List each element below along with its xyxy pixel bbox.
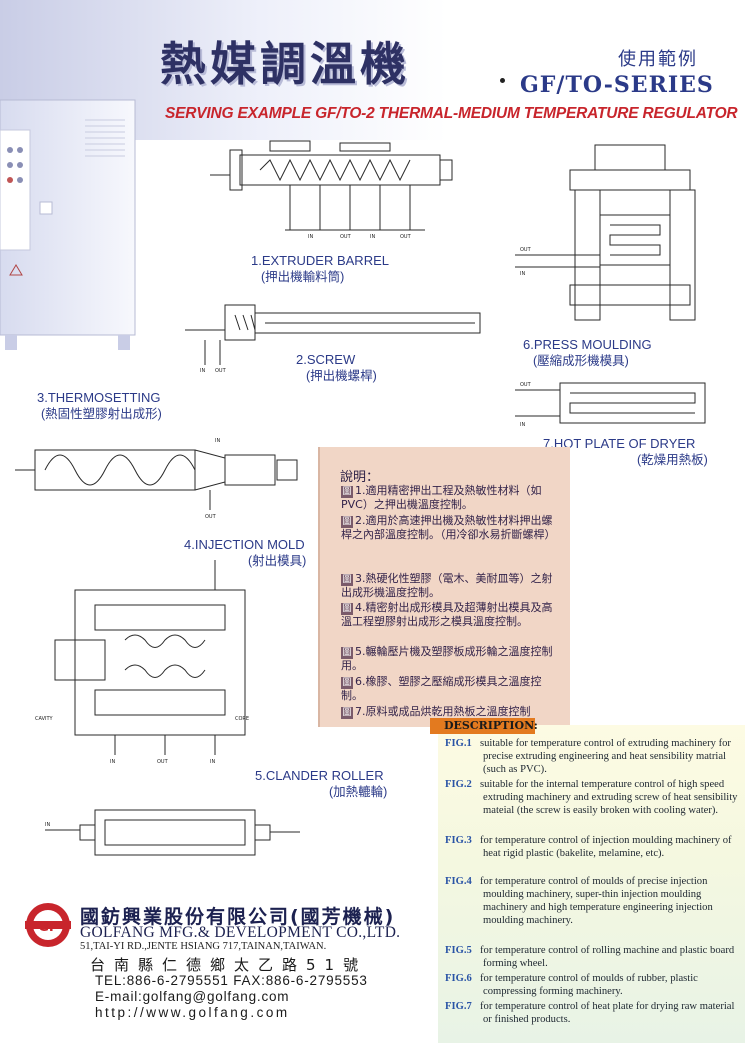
fig5-label: 5.CLANDER ROLLER (加熱轆輪)	[255, 768, 388, 799]
svg-text:CORE: CORE	[235, 716, 249, 722]
svg-text:IN: IN	[520, 422, 525, 428]
page-subtitle: SERVING EXAMPLE GF/TO-2 THERMAL-MEDIUM T…	[165, 105, 738, 122]
screw-diagram: IN OUT	[185, 304, 481, 374]
website-link[interactable]: http://www.golfang.com	[95, 1005, 290, 1020]
svg-text:IN: IN	[520, 271, 525, 277]
fig7-label: 7.HOT PLATE OF DRYER (乾燥用熱板)	[543, 436, 708, 467]
page-title: 熱媒調溫機	[160, 37, 410, 91]
address-en: 51,TAI-YI RD.,JENTE HSIANG 717,TAINAN,TA…	[80, 941, 327, 952]
fig3-label: 3.THERMOSETTING (熱固性塑膠射出成形)	[37, 390, 162, 421]
description-title: DESCRIPTION:	[444, 719, 538, 732]
company-name-zh: 國鈁興業股份有限公司(國芳機械)	[80, 906, 396, 928]
company-name-en: GOLFANG MFG.& DEVELOPMENT CO.,LTD.	[80, 924, 401, 941]
svg-text:OUT: OUT	[520, 382, 532, 388]
tel-fax: TEL:886-6-2795551 FAX:886-6-2795553	[95, 973, 368, 988]
company-logo-icon: GF	[25, 903, 71, 947]
description-tab	[430, 718, 535, 734]
thermosetting-diagram: OUT IN	[15, 438, 298, 520]
usage-label: 使用範例	[618, 49, 698, 70]
svg-text:OUT: OUT	[340, 234, 352, 240]
bullet-dot	[500, 78, 505, 83]
machine-illustration	[0, 99, 136, 350]
series-label: GF/TO-SERIES	[520, 72, 714, 98]
fig2-label: 2.SCREW (押出機螺桿)	[296, 352, 377, 383]
svg-text:OUT: OUT	[400, 234, 412, 240]
svg-text:IN: IN	[210, 759, 215, 765]
fig4-label: 4.INJECTION MOLD (射出模具)	[184, 537, 307, 568]
press-moulding-diagram: OUT IN	[515, 144, 696, 321]
extruder-barrel-diagram: IN OUT IN OUT	[210, 140, 453, 240]
svg-text:IN: IN	[215, 438, 220, 444]
svg-text:IN: IN	[308, 234, 313, 240]
svg-text:GF: GF	[38, 920, 58, 935]
svg-text:IN: IN	[45, 822, 50, 828]
hot-plate-diagram: OUT IN	[515, 382, 706, 428]
notes-heading: 說明：	[340, 470, 380, 485]
clander-roller-diagram: IN	[45, 809, 300, 856]
svg-text:OUT: OUT	[205, 514, 217, 520]
address-zh: 台南縣仁德鄉太乙路51號	[90, 956, 368, 974]
svg-text:IN: IN	[200, 368, 205, 374]
svg-text:OUT: OUT	[520, 247, 532, 253]
svg-text:IN: IN	[370, 234, 375, 240]
svg-text:OUT: OUT	[157, 759, 169, 765]
description-panel	[438, 725, 745, 1043]
email-link[interactable]: E-mail:golfang@golfang.com	[95, 989, 290, 1004]
fig1-label: 1.EXTRUDER BARREL (押出機輸料筒)	[251, 253, 389, 284]
fig6-label: 6.PRESS MOULDING (壓縮成形機模具)	[523, 337, 652, 368]
injection-mold-diagram: CAVITY CORE IN OUT IN	[35, 560, 249, 765]
svg-text:OUT: OUT	[215, 368, 227, 374]
svg-text:IN: IN	[110, 759, 115, 765]
svg-text:CAVITY: CAVITY	[35, 716, 54, 722]
notes-panel	[318, 447, 570, 727]
